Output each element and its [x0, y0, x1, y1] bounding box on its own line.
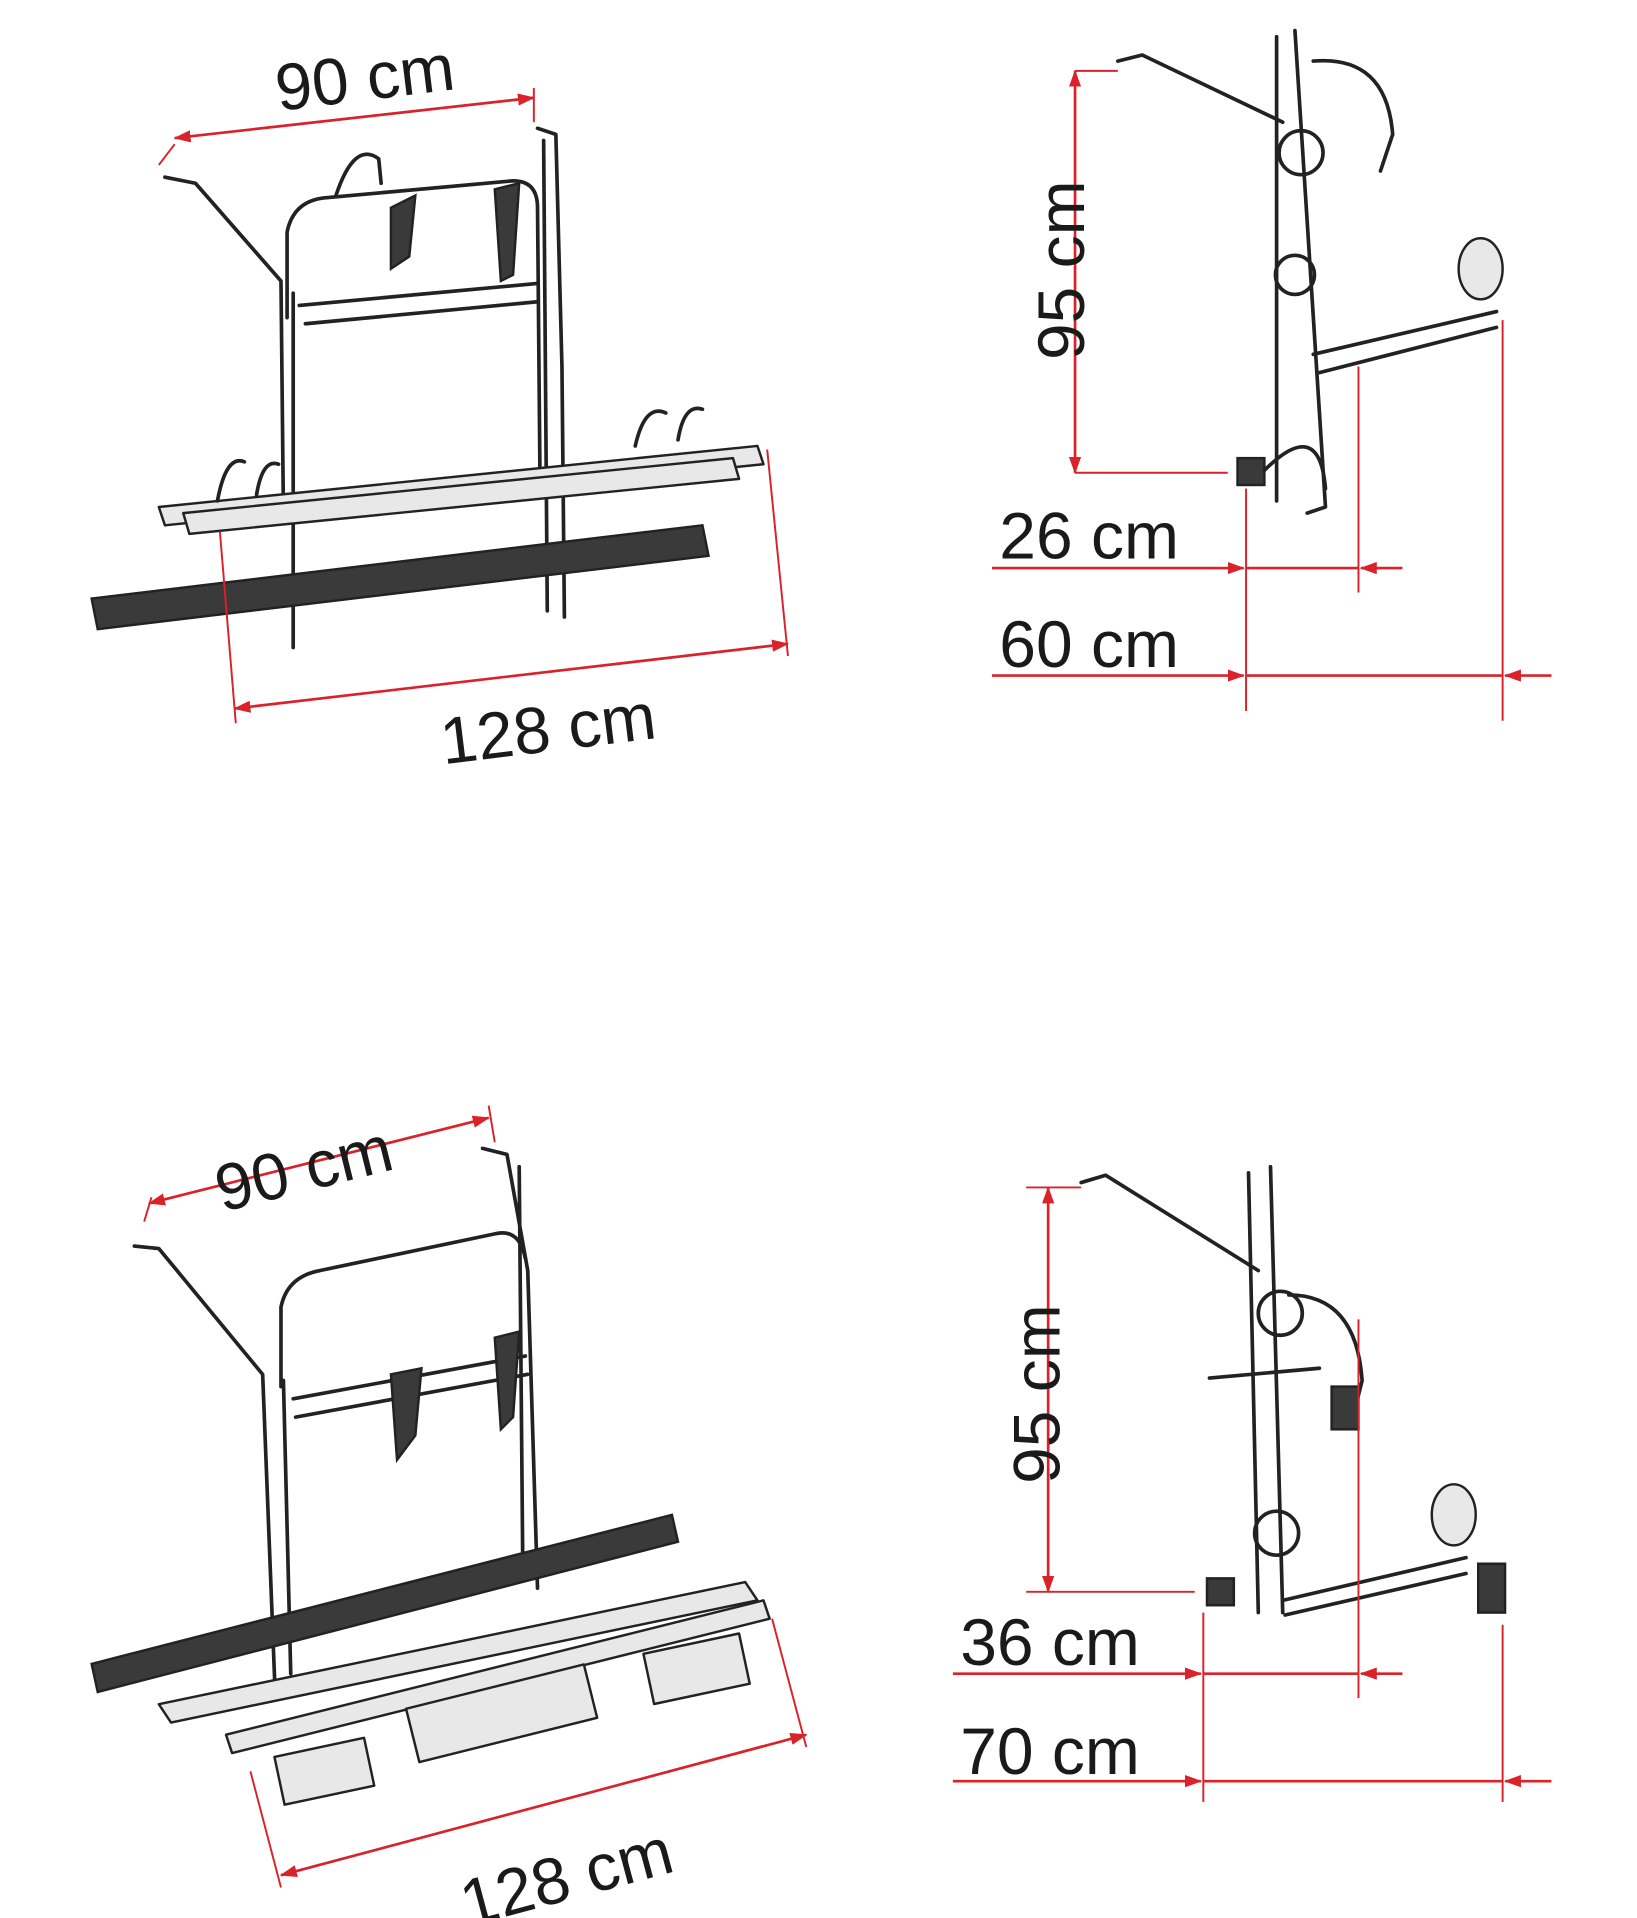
depth-folded-label: 36 cm — [960, 1605, 1140, 1679]
length-label: 128 cm — [452, 1813, 680, 1918]
rack-2-side-view: 95 cm 36 cm 70 cm — [952, 1164, 1552, 1802]
rack-2-front-view: 90 cm 128 cm — [90, 1105, 808, 1918]
rack-1-drawing — [90, 126, 765, 650]
height-label: 95 cm — [1024, 180, 1098, 360]
rack-2-side-drawing — [1079, 1164, 1507, 1617]
depth-open-label: 70 cm — [960, 1714, 1140, 1788]
length-dimension-line — [233, 639, 790, 713]
depth-folded-label: 26 cm — [999, 498, 1179, 572]
depth-open-label: 60 cm — [999, 607, 1179, 681]
width-label: 90 cm — [208, 1110, 400, 1225]
height-label: 95 cm — [1000, 1304, 1074, 1484]
rack-2-drawing — [90, 1146, 771, 1806]
width-dimension-line — [173, 93, 536, 143]
length-dimension-line — [279, 1732, 808, 1878]
rack-1-side-drawing — [1115, 28, 1504, 515]
width-dimension-line — [147, 1115, 490, 1206]
rack-1-front-view: 90 cm 128 cm — [90, 30, 790, 778]
rack-1-side-view: 95 cm 26 cm 60 cm — [991, 28, 1552, 721]
length-label: 128 cm — [436, 678, 660, 778]
